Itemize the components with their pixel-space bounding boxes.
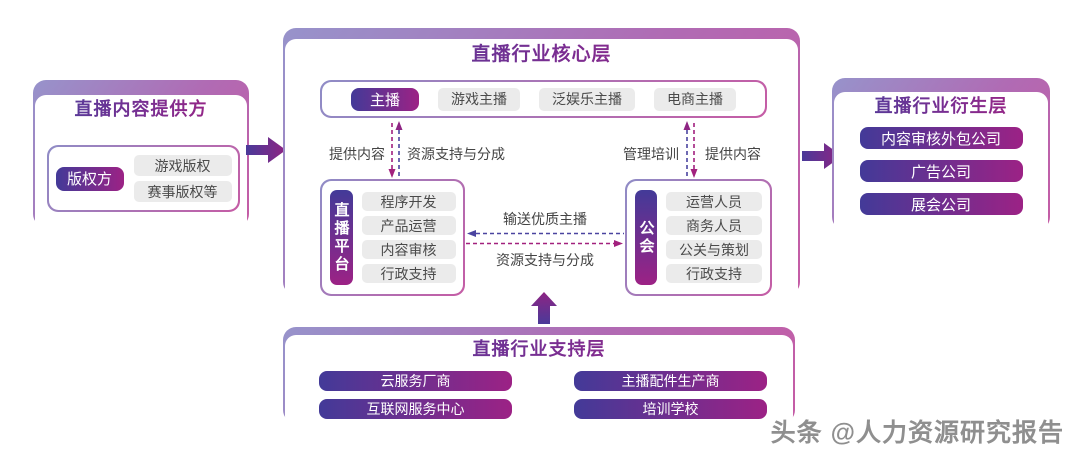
content-provider-box: 直播内容提供方 版权方 游戏版权 赛事版权等 [33, 80, 249, 238]
content-provider-inner-box: 版权方 游戏版权 赛事版权等 [47, 145, 240, 212]
guild-item: 公关与策划 [666, 240, 762, 259]
guild-item: 运营人员 [666, 192, 762, 211]
derivative-layer-box: 直播行业衍生层 内容审核外包公司 广告公司 展会公司 [832, 78, 1050, 240]
guild-item: 行政支持 [666, 264, 762, 283]
flow-label-management-training: 管理培训 [623, 146, 679, 162]
event-copyright-pill: 赛事版权等 [133, 181, 232, 202]
entertainment-anchor-pill: 泛娱乐主播 [539, 87, 635, 111]
flow-left-dashed-arrows-icon [388, 121, 403, 178]
anchor-row-box: 主播 游戏主播 泛娱乐主播 电商主播 [320, 80, 767, 118]
arrow-up-icon [531, 292, 557, 324]
internet-service-pill: 互联网服务中心 [319, 399, 512, 419]
platform-box: 直播平台 程序开发 产品运营 内容审核 行政支持 [320, 179, 465, 296]
anchor-pill: 主播 [351, 87, 419, 111]
flow-label-send-anchors: 输送优质主播 [503, 211, 587, 227]
flow-label-provide-content-right: 提供内容 [705, 146, 761, 162]
cloud-vendor-pill: 云服务厂商 [319, 371, 512, 391]
flow-mid-dashed-arrows-icon [466, 230, 624, 247]
platform-item: 行政支持 [361, 264, 456, 283]
platform-item: 程序开发 [361, 192, 456, 211]
copyright-owner-pill: 版权方 [55, 166, 124, 191]
accessory-producer-pill: 主播配件生产商 [574, 371, 767, 391]
guild-box: 公会 运营人员 商务人员 公关与策划 行政支持 [625, 179, 772, 296]
core-layer-title: 直播行业核心层 [285, 39, 798, 66]
derivative-layer-title: 直播行业衍生层 [834, 92, 1048, 118]
ecommerce-anchor-pill: 电商主播 [654, 87, 736, 111]
watermark-text: 头条 @人力资源研究报告 [770, 419, 1064, 447]
arrow-right-icon [246, 137, 286, 163]
ad-company-pill: 广告公司 [859, 160, 1023, 182]
exhibition-company-pill: 展会公司 [859, 193, 1023, 215]
flow-right-dashed-arrows-icon [683, 121, 698, 178]
platform-item: 内容审核 [361, 240, 456, 259]
core-layer-box: 直播行业核心层 主播 游戏主播 泛娱乐主播 电商主播 提供内容 资源支持与分成 [283, 28, 800, 302]
platform-vertical-pill: 直播平台 [329, 190, 353, 285]
content-provider-title: 直播内容提供方 [35, 95, 247, 121]
support-layer-title: 直播行业支持层 [285, 335, 793, 361]
game-anchor-pill: 游戏主播 [438, 87, 520, 111]
flow-label-resource-share-mid: 资源支持与分成 [496, 252, 594, 268]
training-school-pill: 培训学校 [574, 399, 767, 419]
platform-item: 产品运营 [361, 216, 456, 235]
game-copyright-pill: 游戏版权 [133, 155, 232, 176]
flow-label-provide-content-left: 提供内容 [329, 146, 385, 162]
flow-label-resource-share-left: 资源支持与分成 [407, 146, 505, 162]
support-layer-box: 直播行业支持层 云服务厂商 互联网服务中心 主播配件生产商 培训学校 [283, 327, 795, 427]
guild-vertical-pill: 公会 [635, 190, 657, 285]
content-review-company-pill: 内容审核外包公司 [859, 127, 1023, 149]
guild-item: 商务人员 [666, 216, 762, 235]
